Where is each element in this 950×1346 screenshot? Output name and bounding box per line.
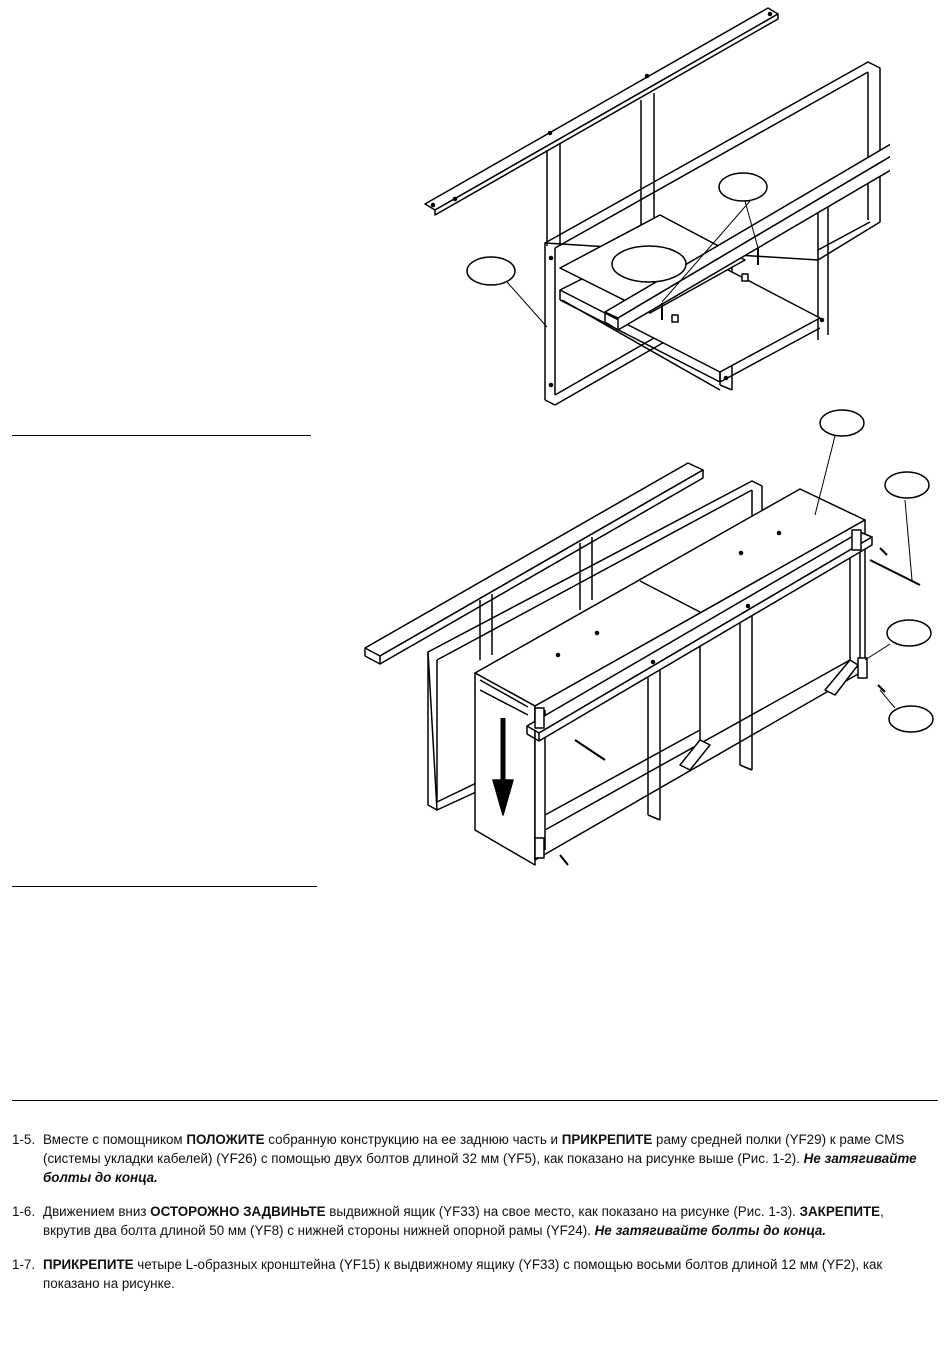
step-1-5: 1-5. Вместе с помощником ПОЛОЖИТЕ собран… (12, 1132, 917, 1185)
callout-circle (886, 619, 932, 647)
down-arrow-icon (492, 718, 514, 816)
callout-circle (466, 256, 516, 286)
figure-drawer-insertion (364, 409, 934, 866)
step-1-6: 1-6. Движением вниз ОСТОРОЖНО ЗАДВИНЬТЕ … (12, 1204, 884, 1238)
figure-middle-shelf-frame (424, 7, 890, 406)
callout-circle (888, 705, 934, 733)
callout-circle (884, 471, 930, 499)
l-bracket (851, 529, 862, 551)
step-number: 1-6. (12, 1204, 36, 1219)
callout-circle (718, 172, 768, 202)
l-bracket (534, 707, 545, 729)
l-bracket (857, 657, 868, 679)
step-number: 1-7. (12, 1257, 36, 1272)
step-1-7: 1-7. ПРИКРЕПИТЕ четыре L-образных кроншт… (12, 1257, 883, 1291)
callout-circle (819, 409, 865, 437)
section-divider-bottom (12, 1100, 938, 1101)
step-number: 1-5. (12, 1132, 36, 1147)
callout-circle (611, 245, 687, 283)
section-divider-middle (12, 886, 317, 887)
instructions: 1-5. Вместе с помощником ПОЛОЖИТЕ собран… (12, 1130, 932, 1308)
l-bracket (534, 837, 545, 859)
back-frame (544, 61, 881, 261)
section-divider-top (12, 435, 311, 436)
